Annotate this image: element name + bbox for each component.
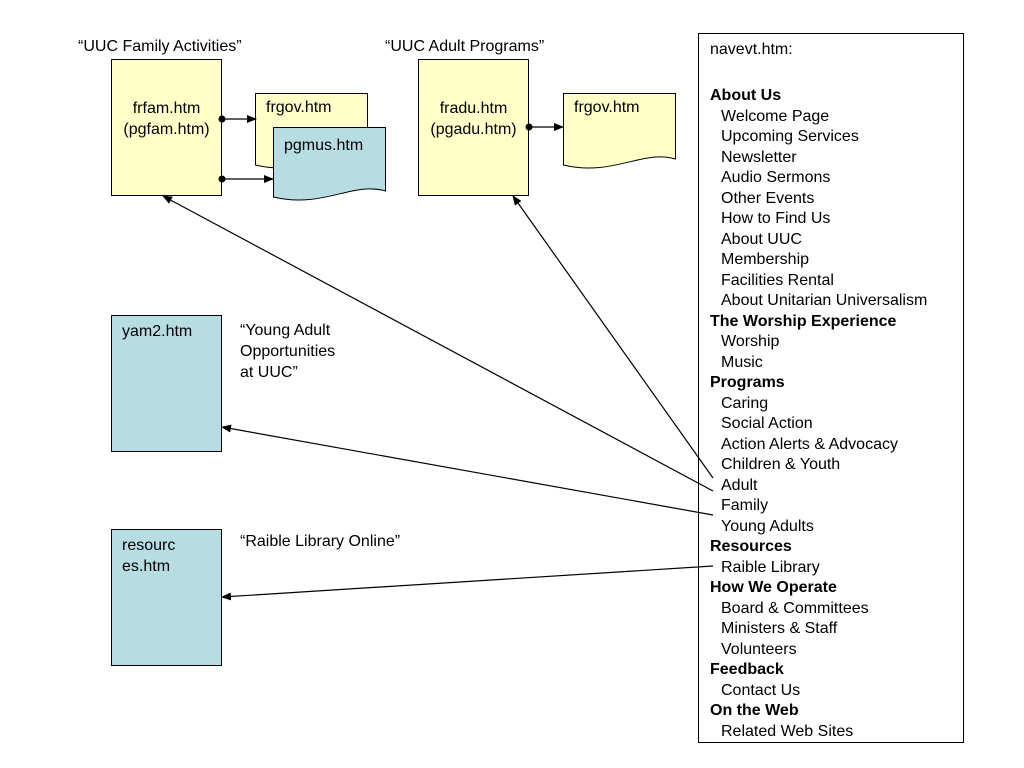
nav-link[interactable]: Children & Youth [721, 456, 841, 473]
nav-link[interactable]: Welcome Page [721, 107, 830, 125]
yam2-label: yam2.htm [122, 323, 193, 340]
nav-link[interactable]: Upcoming Services [721, 128, 859, 145]
fradu-label: fradu.htm [439, 100, 508, 117]
nav-section-heading[interactable]: Resources [710, 538, 792, 555]
adult-programs-caption: “UUC Adult Programs” [385, 38, 545, 55]
resources-page-box: resourc es.htm [111, 529, 222, 666]
nav-link[interactable]: Ministers & Staff [721, 620, 838, 637]
nav-link[interactable]: Social Action [721, 415, 813, 432]
nav-link[interactable]: About Unitarian Universalism [721, 292, 928, 309]
nav-link[interactable]: Other Events [721, 189, 815, 207]
young-adult-caption: “Young Adult Opportunities at UUC” [240, 320, 335, 383]
nav-link[interactable]: Facilities Rental [721, 271, 834, 289]
yam2-page-box: yam2.htm [111, 315, 222, 452]
nav-link[interactable]: Membership [721, 251, 810, 268]
young-adult-caption-line: at UUC” [240, 364, 298, 381]
frgov-adult-page-shape [563, 93, 676, 169]
frfam-page-box: frfam.htm (pgfam.htm) [111, 59, 222, 196]
family-activities-caption: “UUC Family Activities” [78, 38, 242, 55]
fradu-page-box: fradu.htm (pgadu.htm) [418, 59, 529, 196]
nav-link[interactable]: Adult [721, 476, 758, 494]
family-nav-arrow [162, 195, 714, 492]
nav-link[interactable]: Contact Us [721, 681, 801, 699]
young-adults-nav-arrow [221, 424, 714, 516]
resources-label-line: es.htm [122, 558, 171, 575]
nav-link[interactable]: Worship [721, 333, 780, 350]
nav-link[interactable]: Related Web Sites [721, 722, 854, 740]
frgov-adult-label: frgov.htm [574, 99, 640, 116]
nav-link[interactable]: Audio Sermons [721, 169, 831, 186]
pgmus-page-shape [273, 127, 386, 201]
young-adult-caption-line: Opportunities [240, 343, 336, 360]
pgfam-label: (pgfam.htm) [123, 121, 210, 138]
frfam-label: frfam.htm [132, 100, 201, 117]
nav-section-heading[interactable]: How We Operate [710, 579, 837, 596]
nav-link[interactable]: Newsletter [721, 148, 797, 166]
young-adult-caption-line: “Young Adult [240, 322, 331, 339]
nav-link[interactable]: Music [721, 353, 763, 371]
nav-link[interactable]: Board & Committees [721, 599, 869, 617]
nav-section-heading[interactable]: Feedback [710, 661, 784, 678]
adult-nav-arrow [512, 195, 714, 479]
nav-section-heading[interactable]: Programs [710, 374, 785, 391]
nav-link[interactable]: Young Adults [721, 517, 814, 535]
raible-library-nav-arrow [221, 565, 714, 601]
nav-link[interactable]: How to Find Us [721, 210, 831, 227]
navevt-title: navevt.htm: [710, 41, 793, 58]
nav-link[interactable]: Caring [721, 394, 769, 412]
resources-label-line: resourc [122, 537, 176, 554]
nav-link[interactable]: Raible Library [721, 558, 820, 576]
nav-section-heading[interactable]: On the Web [710, 702, 799, 719]
pgadu-label: (pgadu.htm) [430, 121, 517, 138]
nav-section-heading[interactable]: The Worship Experience [710, 312, 897, 330]
pgmus-label: pgmus.htm [284, 137, 364, 154]
frgov-family-label: frgov.htm [266, 99, 332, 116]
nav-section-heading[interactable]: About Us [710, 87, 782, 104]
nav-link[interactable]: Action Alerts & Advocacy [721, 435, 898, 453]
raible-library-caption: “Raible Library Online” [240, 533, 401, 550]
nav-link[interactable]: Family [721, 497, 769, 514]
nav-link[interactable]: Volunteers [721, 640, 797, 658]
nav-link[interactable]: About UUC [721, 230, 802, 248]
